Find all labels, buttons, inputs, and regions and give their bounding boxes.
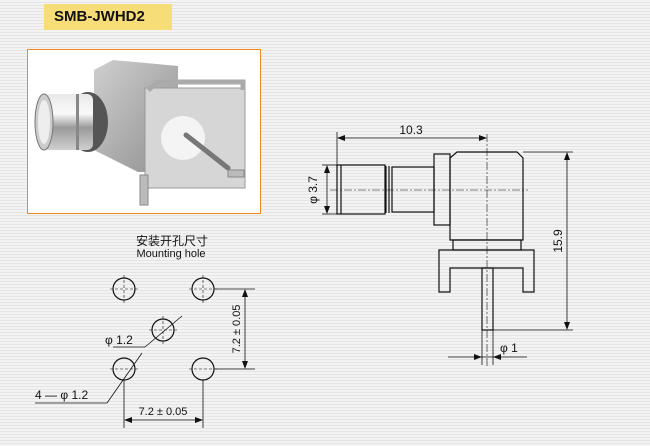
hole-count-label: 4 — φ 1.2: [35, 388, 88, 402]
mounting-holes: [112, 277, 215, 381]
spacing-v-label: 7.2 ± 0.05: [231, 305, 243, 354]
product-title: SMB-JWHD2: [44, 4, 172, 30]
spacing-h-label: 7.2 ± 0.05: [139, 406, 188, 418]
connector-illustration: [34, 60, 246, 206]
hole-dia-label: φ 1.2: [105, 333, 133, 347]
mounting-title-cn: 安装开孔尺寸: [136, 233, 208, 248]
mounting-title-en: Mounting hole: [136, 248, 205, 260]
height-label: 15.9: [551, 229, 565, 253]
product-photo: [27, 49, 261, 214]
pin-dia-label: φ 1: [500, 341, 518, 355]
barrel-dia-label: φ 3.7: [306, 176, 320, 204]
length-label: 10.3: [399, 123, 423, 137]
side-view: [336, 151, 535, 331]
